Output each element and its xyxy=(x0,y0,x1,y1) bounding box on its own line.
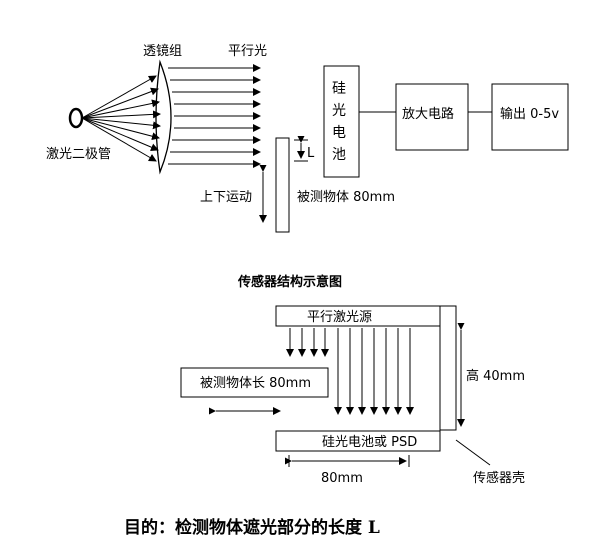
object-label: 被测物体 80mm xyxy=(297,190,395,205)
silicon-cell-char-1: 硅 xyxy=(332,81,346,97)
laser-diode-icon xyxy=(68,107,84,129)
silicon-cell-char-3: 电 xyxy=(332,125,346,141)
object-length-label: 被测物体长 80mm xyxy=(200,376,311,391)
lens-icon xyxy=(155,59,172,175)
width-label: 80mm xyxy=(321,471,363,486)
housing-leader-line xyxy=(455,439,491,466)
detector-box xyxy=(275,430,441,452)
silicon-cell-box xyxy=(323,65,360,178)
parallel-light-label: 平行光 xyxy=(228,44,267,59)
L-label: L xyxy=(307,146,315,161)
silicon-cell-char-2: 光 xyxy=(332,103,346,119)
blocked-beams xyxy=(286,328,329,357)
up-down-label: 上下运动 xyxy=(200,190,252,205)
height-label: 高 40mm xyxy=(466,368,525,384)
detector-label: 硅光电池或 PSD xyxy=(322,435,417,450)
laser-source-label: 平行激光源 xyxy=(307,310,372,325)
output-label: 输出 0-5v xyxy=(500,106,559,122)
lens-group-label: 透镜组 xyxy=(143,44,182,59)
passing-beams xyxy=(334,328,414,415)
amplifier-label: 放大电路 xyxy=(402,106,454,122)
diagram-caption: 传感器结构示意图 xyxy=(237,274,342,290)
purpose-statement: 目的：检测物体遮光部分的长度 L xyxy=(124,518,380,538)
parallel-rays xyxy=(168,64,261,168)
object-box xyxy=(180,367,329,398)
amplifier-box xyxy=(395,83,469,151)
housing-label: 传感器壳 xyxy=(473,470,525,486)
laser-source-box xyxy=(275,305,441,327)
measured-object xyxy=(275,137,290,233)
silicon-cell-char-4: 池 xyxy=(332,147,346,163)
output-box xyxy=(491,83,569,151)
laser-diode-label: 激光二极管 xyxy=(46,147,111,162)
diverging-rays xyxy=(81,75,161,162)
